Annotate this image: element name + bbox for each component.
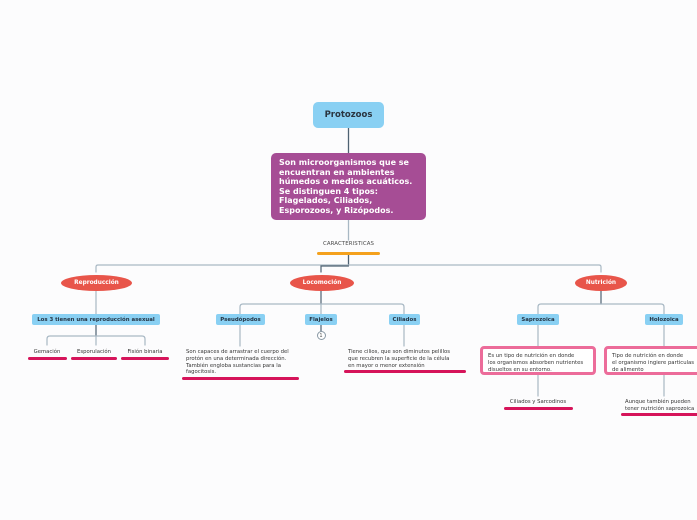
connector-nutricion-bus — [537, 303, 665, 315]
subtopic-holozoica[interactable]: Holozoica — [645, 314, 683, 325]
subtopic-flajelos[interactable]: Flajelos — [305, 314, 337, 325]
collapse-toggle-flajelos[interactable]: 1 — [316, 331, 326, 340]
leaf-fision-binaria-underline — [121, 357, 169, 360]
collapsed-count: 1 — [319, 332, 323, 339]
text-holozoica-note[interactable]: Aunque también pueden tener nutrición sa… — [625, 399, 695, 412]
description-node[interactable]: Son microorganismos que se encuentran en… — [271, 153, 426, 220]
subtopic-ciliados[interactable]: Ciliados — [389, 314, 420, 325]
subtopic-flajelos-label: Flajelos — [309, 316, 333, 323]
connector-main-bus — [95, 264, 602, 273]
leaf-gemacion[interactable]: Gemación — [33, 349, 61, 355]
leaf-gemacion-underline — [28, 357, 67, 360]
text-pseudopodos-underline — [182, 377, 299, 380]
subtopic-holozoica-label: Holozoica — [649, 316, 679, 323]
subtopic-ciliados-label: Ciliados — [392, 316, 417, 323]
topic-locomocion-label: Locomoción — [302, 280, 342, 286]
topic-nutricion-label: Nutrición — [585, 280, 617, 286]
text-ciliados[interactable]: Tiene cilios, que son diminutos pelillos… — [348, 349, 450, 369]
characteristics-underline — [317, 252, 380, 255]
text-saprozoica-example[interactable]: Ciliados y Sarcodinos — [509, 399, 567, 405]
subtopic-pseudopodos[interactable]: Pseudópodos — [216, 314, 265, 325]
subtopic-asexual-label: Los 3 tienen una reproducción asexual — [37, 316, 155, 323]
leaf-fision-binaria[interactable]: Fisión binaria — [127, 349, 163, 355]
text-holozoica-note-underline — [621, 413, 697, 416]
topic-nutricion[interactable]: Nutrición — [575, 275, 627, 291]
root-topic-protozoos[interactable]: Protozoos — [313, 102, 384, 128]
text-saprozoica-example-underline — [504, 407, 573, 410]
text-ciliados-underline — [344, 370, 466, 373]
root-topic-label: Protozoos — [324, 110, 373, 120]
subtopic-asexual[interactable]: Los 3 tienen una reproducción asexual — [32, 314, 160, 325]
characteristics-label[interactable]: CARACTERISTICAS — [322, 241, 375, 247]
leaf-esporulacion[interactable]: Esporulación — [77, 349, 111, 355]
topic-reproduccion-label: Reproducción — [74, 280, 119, 286]
topic-reproduccion[interactable]: Reproducción — [61, 275, 132, 291]
subtopic-pseudopodos-label: Pseudópodos — [220, 316, 261, 323]
connector-main-bus-dark — [320, 265, 350, 273]
topic-locomocion[interactable]: Locomoción — [290, 275, 354, 291]
box-holozoica-definition[interactable]: Tipo de nutrición en donde el organismo … — [604, 346, 697, 375]
connector-locomocion-bus — [239, 303, 405, 315]
leaf-esporulacion-underline — [71, 357, 117, 360]
text-pseudopodos[interactable]: Son capaces de arrastrar el cuerpo del p… — [186, 349, 289, 376]
subtopic-saprozoica-label: Saprozoica — [521, 316, 555, 323]
subtopic-saprozoica[interactable]: Saprozoica — [517, 314, 559, 325]
box-saprozoica-definition[interactable]: Es un tipo de nutrición en donde los org… — [480, 346, 596, 375]
